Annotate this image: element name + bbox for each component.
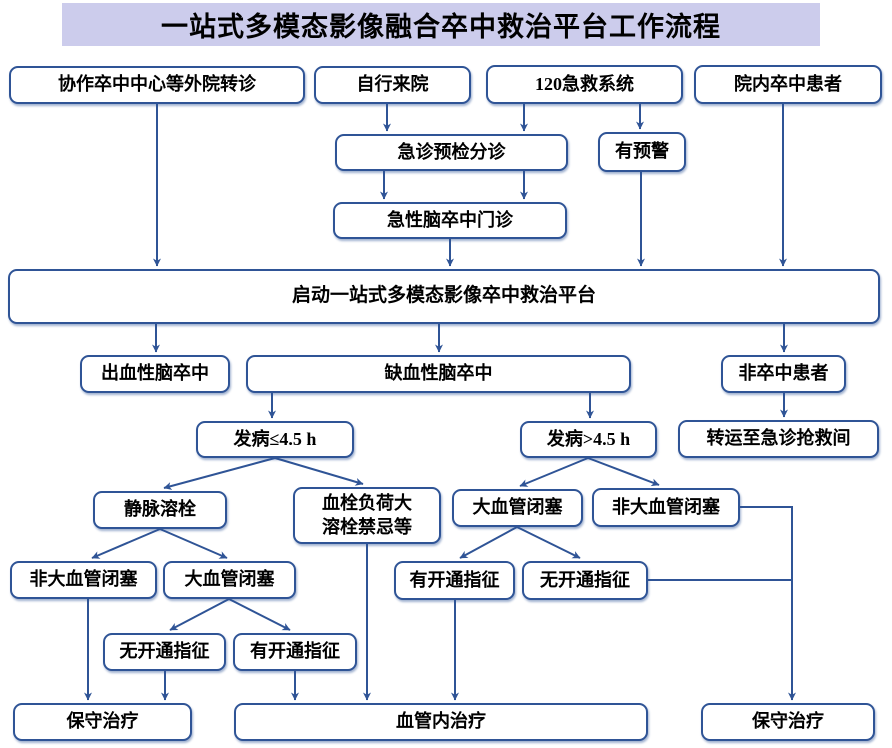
node-lvo-right: 大血管闭塞 <box>452 489 583 527</box>
node-conservative-left: 保守治疗 <box>13 703 192 741</box>
node-hemorrhagic: 出血性脑卒中 <box>80 355 230 393</box>
node-non-lvo-left: 非大血管闭塞 <box>10 561 157 599</box>
edge-lvo-right-to-indyes <box>459 526 518 559</box>
node-prewarning: 有预警 <box>598 132 686 172</box>
node-thrombus-burden: 血栓负荷大 溶栓禁忌等 <box>293 487 441 544</box>
node-inhospital-stroke: 院内卒中患者 <box>694 65 882 104</box>
edge-le45-to-burden <box>274 457 364 486</box>
thrombus-burden-line2: 溶栓禁忌等 <box>322 516 412 537</box>
edge-gt45-to-nonlvo <box>587 457 660 487</box>
node-triage: 急诊预检分诊 <box>335 134 568 171</box>
node-lvo-left: 大血管闭塞 <box>163 561 296 599</box>
node-indication-no-left: 无开通指征 <box>103 633 226 671</box>
page-title: 一站式多模态影像融合卒中救治平台工作流程 <box>62 3 820 46</box>
node-conservative-right: 保守治疗 <box>701 703 875 741</box>
node-referral: 协作卒中中心等外院转诊 <box>9 66 305 104</box>
node-indication-no-right: 无开通指征 <box>522 561 648 600</box>
node-onset-le-4-5h: 发病≤4.5 h <box>196 421 354 458</box>
node-ischemic: 缺血性脑卒中 <box>246 355 631 393</box>
node-transfer-er: 转运至急诊抢救间 <box>678 420 879 458</box>
node-ems-120: 120急救系统 <box>486 65 683 104</box>
edge-lvo-right-to-indno <box>516 526 581 559</box>
edge-iv-to-lvo <box>159 528 228 559</box>
edge-lvo-left-to-indno <box>169 598 230 631</box>
edge-lvo-left-to-indyes <box>228 598 291 631</box>
node-endovascular: 血管内治疗 <box>234 703 648 741</box>
node-platform: 启动一站式多模态影像卒中救治平台 <box>8 269 880 324</box>
node-indication-yes-right: 有开通指征 <box>394 561 515 600</box>
node-indication-yes-left: 有开通指征 <box>233 633 357 671</box>
edge-le45-to-iv <box>163 457 276 490</box>
node-iv-thrombolysis: 静脉溶栓 <box>93 491 227 529</box>
edge-nonlvo-right-to-conservative <box>740 506 796 701</box>
thrombus-burden-line1: 血栓负荷大 <box>322 493 412 514</box>
node-non-lvo-right: 非大血管闭塞 <box>592 488 740 527</box>
edge-gt45-to-lvo <box>519 457 589 487</box>
node-onset-gt-4-5h: 发病>4.5 h <box>520 421 657 458</box>
node-self-arrival: 自行来院 <box>314 66 471 104</box>
node-non-stroke: 非卒中患者 <box>721 355 846 393</box>
node-stroke-clinic: 急性脑卒中门诊 <box>333 202 567 239</box>
edge-iv-to-nonlvo <box>91 528 161 559</box>
